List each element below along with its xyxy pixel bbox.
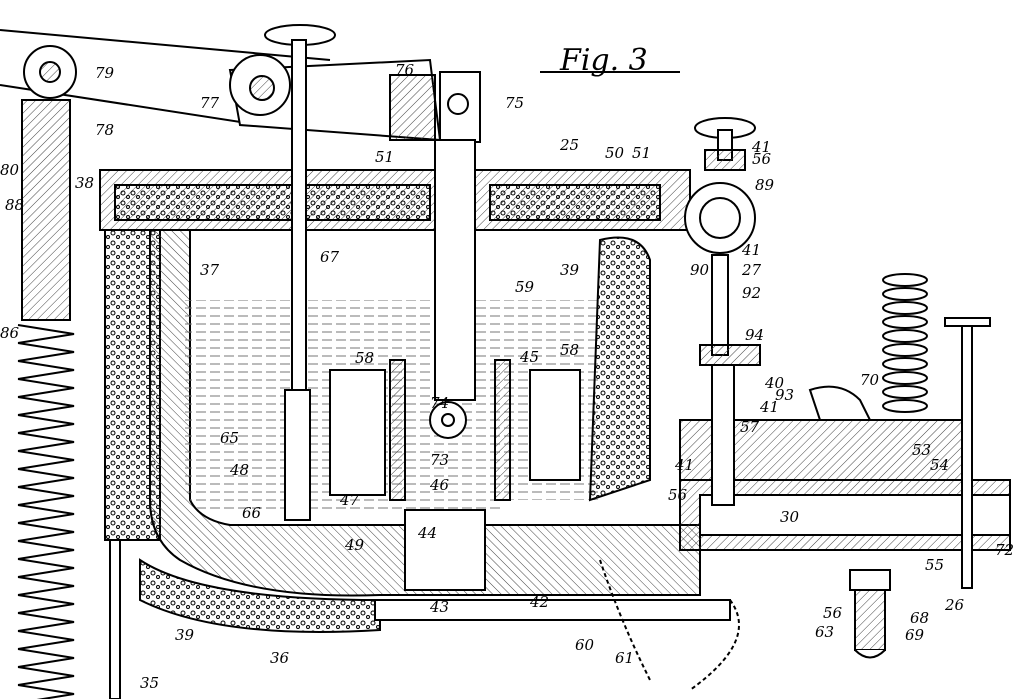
reference-numeral: 77 [200,94,220,112]
reference-numeral: 49 [344,536,365,554]
reference-numeral: 56 [752,150,772,168]
spring-coil [18,451,74,469]
spring-coil [883,288,927,300]
reference-numeral: 30 [780,508,800,526]
reference-numeral: 61 [615,649,634,667]
reference-numeral: 57 [740,418,760,436]
reference-numeral: 41 [741,241,761,259]
reference-numeral: 50 [605,144,625,162]
reference-numeral: 58 [560,341,579,359]
reference-numeral: 70 [860,371,880,389]
reference-numeral: 68 [910,609,929,627]
reference-numeral: 43 [429,598,449,616]
reference-numeral: 38 [75,174,94,192]
reference-numeral: 48 [229,461,249,479]
reference-numeral: 67 [320,248,340,266]
spring-coil [18,667,74,685]
reference-numeral: 89 [755,176,775,194]
reference-numeral: 44 [417,524,437,542]
reference-numeral: 92 [742,284,761,302]
spring-coil [18,505,74,523]
reference-numeral: 36 [270,649,290,667]
reference-numeral: 58 [355,349,374,367]
spring-coil [18,379,74,397]
reference-numeral: 25 [559,136,579,154]
reference-numeral: 45 [519,348,539,366]
reference-numeral: 86 [0,324,20,342]
reference-numeral: 56 [668,486,688,504]
reference-numeral: 53 [912,441,931,459]
spring-coil [18,343,74,361]
reference-numeral: 51 [375,148,394,166]
spring-coil [883,302,927,314]
reference-numeral: 41 [674,456,694,474]
reference-numeral: 42 [529,593,549,611]
spring-coil [18,685,74,699]
spring-coil [18,631,74,649]
reference-numeral: 47 [339,491,360,509]
reference-numeral: 39 [175,626,195,644]
spring-coil [883,358,927,370]
reference-numeral: 72 [995,541,1014,559]
spring-coil [18,397,74,415]
reference-numeral: 26 [944,596,965,614]
spring-coil [883,344,927,356]
reference-numeral: 94 [745,326,764,344]
left-spring [18,100,74,699]
spring-coil [18,559,74,577]
spring-coil [883,316,927,328]
spring-coil [18,487,74,505]
reference-numeral: 41 [759,398,779,416]
spring-coil [18,595,74,613]
reference-numeral: 56 [823,604,843,622]
reference-numeral: 79 [95,64,115,82]
reference-numeral: 39 [560,261,580,279]
spring-coil [18,469,74,487]
top-linkage [0,30,480,142]
reference-numeral: 74 [430,394,449,412]
reference-numeral: 35 [140,674,159,692]
reference-numeral: 80 [0,161,20,179]
reference-numeral: 59 [515,278,535,296]
reference-numeral: 75 [505,94,524,112]
reference-numeral: 46 [429,476,450,494]
spring-coil [18,433,74,451]
reference-numeral: 60 [575,636,595,654]
reference-numeral: 76 [395,61,415,79]
spring-coil [883,400,927,412]
spring-coil [18,577,74,595]
spring-coil [18,361,74,379]
spring-coil [883,274,927,286]
reference-numeral: 37 [200,261,220,279]
reference-numeral: 88 [5,196,24,214]
reference-numeral: 73 [430,451,449,469]
reference-numeral: 27 [741,261,762,279]
spring-coil [883,386,927,398]
reference-numeral: 66 [242,504,262,522]
reference-numeral: 55 [925,556,944,574]
spring-coil [18,649,74,667]
reference-numeral: 69 [905,626,925,644]
spring-coil [18,613,74,631]
reference-numeral: 54 [930,456,949,474]
spring-coil [883,372,927,384]
reference-numeral: 63 [815,623,834,641]
spring-coil [18,325,74,343]
reference-numeral: 90 [690,261,710,279]
spring-coil [883,330,927,342]
right-spring [883,274,927,412]
spring-coil [18,541,74,559]
spring-coil [18,415,74,433]
reference-numeral: 51 [632,144,651,162]
reference-numeral: 78 [95,121,114,139]
spring-coil [18,523,74,541]
reference-numeral: 65 [220,429,239,447]
